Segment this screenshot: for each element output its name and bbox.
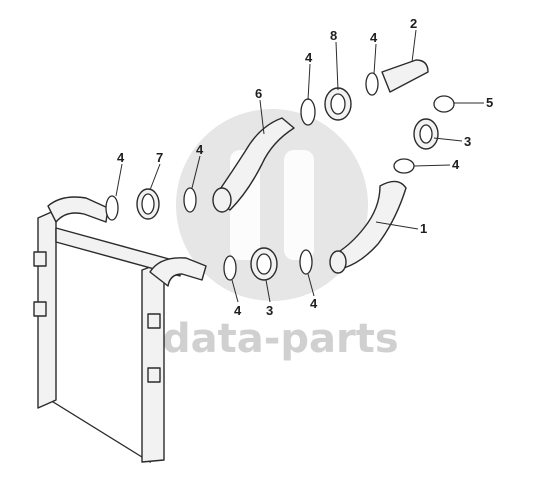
callout-2: 2 [410, 16, 417, 31]
hose-6 [213, 117, 295, 211]
callout-6: 6 [255, 86, 262, 101]
leader-lines [115, 29, 484, 303]
clamp-low-left [223, 255, 237, 281]
coupler-7-bore [141, 193, 155, 215]
hose-1-end-lower [329, 250, 347, 274]
intercooler-right-tank [141, 261, 165, 463]
callout-labels: 2 4 8 4 6 5 3 4 4 7 4 1 4 3 4 [117, 16, 493, 318]
leader-4-b [307, 63, 311, 101]
watermark-circle [176, 109, 368, 301]
intercooler-face [49, 239, 151, 464]
intercooler-top-rail [55, 227, 181, 277]
leader-4-mid [191, 155, 201, 189]
hose-1 [331, 180, 407, 269]
intercooler-left-outlet [47, 196, 109, 223]
hose-6-end-lower [212, 187, 232, 213]
mount-bracket-right-upper [147, 313, 161, 329]
leader-3-low [265, 279, 271, 303]
callout-5: 5 [486, 95, 493, 110]
coupler-3-lower-bore [256, 253, 272, 275]
callout-4-b: 4 [305, 50, 313, 65]
watermark-mark-right [284, 150, 314, 260]
leader-6 [259, 99, 265, 135]
leader-4-right [413, 164, 451, 167]
callout-4-low: 4 [234, 303, 242, 318]
clamp-top [365, 72, 379, 96]
callout-8: 8 [330, 28, 337, 43]
leader-3-right [433, 137, 463, 142]
leader-7 [149, 163, 161, 191]
callout-3-right: 3 [464, 134, 471, 149]
callout-4-top: 4 [370, 30, 378, 45]
intercooler-core [33, 209, 181, 464]
clamp-right [393, 158, 415, 174]
leader-2 [411, 29, 417, 63]
coupler-3-upper-bore [419, 124, 433, 144]
clamp-upper [300, 98, 316, 126]
leader-1 [375, 221, 419, 230]
callout-3-low: 3 [266, 303, 273, 318]
leader-8 [335, 41, 339, 91]
callout-1: 1 [420, 221, 427, 236]
watermark-text: data-parts [162, 316, 399, 362]
mount-bracket-right-lower [147, 367, 161, 383]
clamp-low-right [299, 249, 313, 275]
pipe-2 [381, 59, 429, 93]
callout-4-mid: 4 [196, 142, 204, 157]
callout-7: 7 [156, 150, 163, 165]
coupler-8-bore [330, 93, 346, 115]
mount-bracket-left-lower [33, 301, 47, 317]
clamp-left [105, 195, 119, 221]
leader-4-lowr [307, 273, 315, 297]
clamp-5 [433, 95, 455, 113]
clamp-mid [183, 187, 197, 213]
callout-4-lowr: 4 [310, 296, 318, 311]
callout-4-right: 4 [452, 157, 460, 172]
mount-bracket-left-upper [33, 251, 47, 267]
leader-4-low [231, 279, 239, 303]
callout-4-left: 4 [117, 150, 125, 165]
intercooler-right-outlet [149, 257, 207, 287]
leader-4-top [373, 43, 377, 75]
leader-4-left [115, 163, 123, 197]
